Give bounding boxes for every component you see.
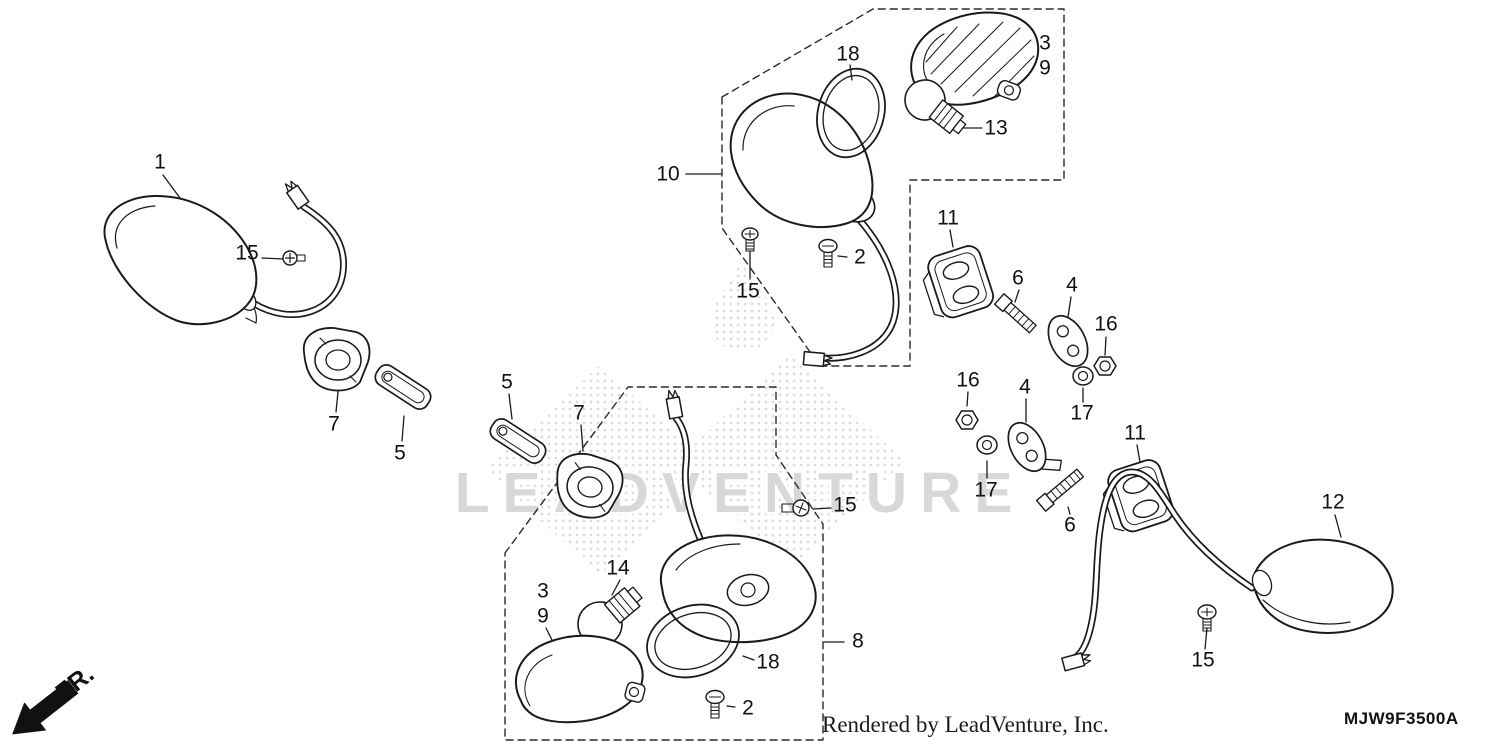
part-18-gasket-b[interactable] xyxy=(637,593,748,689)
part-4-plate-a[interactable] xyxy=(1040,309,1095,373)
part-label-7[interactable]: 7 xyxy=(328,412,340,436)
part-label-3[interactable]: 3 xyxy=(537,579,549,603)
part-label-2[interactable]: 2 xyxy=(854,245,866,269)
part-8-turn-signal[interactable] xyxy=(659,389,817,644)
part-label-18[interactable]: 18 xyxy=(756,650,780,674)
part-5-stay-b[interactable] xyxy=(487,415,549,466)
part-label-3[interactable]: 3 xyxy=(1039,31,1051,55)
part-5-stay-a[interactable] xyxy=(372,361,434,412)
part-label-7[interactable]: 7 xyxy=(573,401,585,425)
part-label-6[interactable]: 6 xyxy=(1064,513,1076,537)
leader-lines xyxy=(162,54,1342,708)
dashed-box-bottom xyxy=(504,386,824,741)
part-label-17[interactable]: 17 xyxy=(974,478,998,502)
part-label-11[interactable]: 11 xyxy=(937,206,959,230)
part-17-washer-b[interactable] xyxy=(976,435,998,455)
footer-credit: Rendered by LeadVenture, Inc. xyxy=(822,712,1109,737)
part-12-turn-signal[interactable] xyxy=(1061,468,1394,672)
part-label-1[interactable]: 1 xyxy=(154,150,166,174)
part-label-14[interactable]: 14 xyxy=(606,556,630,580)
part-label-2[interactable]: 2 xyxy=(742,696,754,720)
part-label-5[interactable]: 5 xyxy=(394,441,406,465)
part-16-nut-b[interactable] xyxy=(955,410,979,430)
part-label-13[interactable]: 13 xyxy=(984,116,1008,140)
part-label-15[interactable]: 15 xyxy=(1191,648,1215,672)
fr-direction-arrow xyxy=(12,680,79,735)
watermark-text: LEADVENTURE xyxy=(455,461,1026,525)
part-label-11[interactable]: 11 xyxy=(1124,421,1146,445)
part-2-screw-b[interactable] xyxy=(705,689,725,719)
part-18-gasket-a[interactable] xyxy=(807,61,894,165)
part-label-8[interactable]: 8 xyxy=(852,629,864,653)
part-label-6[interactable]: 6 xyxy=(1012,266,1024,290)
part-label-15[interactable]: 15 xyxy=(833,493,857,517)
part-7-socket-a[interactable] xyxy=(303,327,371,392)
part-label-9[interactable]: 9 xyxy=(1039,56,1051,80)
part-3-9-lens-b[interactable] xyxy=(515,634,646,724)
part-6-bolt-b[interactable] xyxy=(1035,468,1085,512)
part-label-17[interactable]: 17 xyxy=(1070,401,1094,425)
part-label-15[interactable]: 15 xyxy=(736,279,760,303)
part-6-bolt-a[interactable] xyxy=(993,293,1038,335)
part-label-18[interactable]: 18 xyxy=(836,42,860,66)
part-label-15[interactable]: 15 xyxy=(235,241,259,265)
part-10-turn-signal[interactable] xyxy=(729,92,900,368)
part-11-bracket-b[interactable] xyxy=(1097,457,1176,537)
part-label-5[interactable]: 5 xyxy=(501,370,513,394)
part-label-12[interactable]: 12 xyxy=(1321,490,1345,514)
part-17-washer-a[interactable] xyxy=(1072,366,1094,386)
part-7-socket-b[interactable] xyxy=(552,450,626,521)
part-15-screw-c[interactable] xyxy=(781,499,810,517)
part-code: MJW9F3500A xyxy=(1344,709,1459,728)
part-3-9-lens-a[interactable] xyxy=(910,11,1040,106)
part-label-16[interactable]: 16 xyxy=(1094,312,1118,336)
part-label-4[interactable]: 4 xyxy=(1019,375,1031,399)
part-16-nut-a[interactable] xyxy=(1093,356,1117,376)
part-11-bracket-a[interactable] xyxy=(917,243,996,323)
part-2-screw-a[interactable] xyxy=(818,238,838,268)
part-15-screw-d[interactable] xyxy=(1197,604,1217,632)
part-15-screw-b[interactable] xyxy=(741,227,759,252)
part-13-bulb[interactable] xyxy=(897,72,974,145)
part-4-plate-b[interactable] xyxy=(1001,413,1065,487)
part-1-turn-signal[interactable] xyxy=(103,179,347,326)
part-label-10[interactable]: 10 xyxy=(656,162,680,186)
part-label-9[interactable]: 9 xyxy=(537,604,549,628)
part-label-16[interactable]: 16 xyxy=(956,368,980,392)
part-15-screw-a[interactable] xyxy=(282,250,306,266)
part-label-4[interactable]: 4 xyxy=(1066,273,1078,297)
dashed-box-top xyxy=(721,8,1065,367)
